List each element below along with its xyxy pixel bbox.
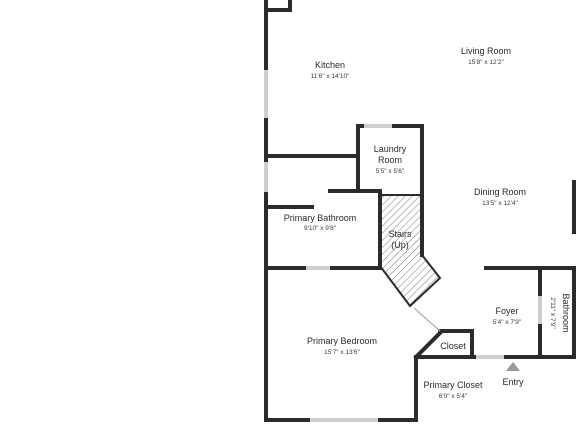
entry-marker-icon	[506, 362, 520, 371]
stairs-name-line2: (Up)	[391, 240, 409, 250]
primary-bathroom-name: Primary Bathroom	[284, 213, 357, 223]
stairs-shape	[379, 194, 442, 308]
room-labels: Living Room 15'8" x 12'2" Kitchen 11'6" …	[284, 46, 526, 400]
laundry-name-line2: Room	[378, 155, 402, 165]
foyer-name: Foyer	[495, 306, 518, 316]
living-room-dims: 15'8" x 12'2"	[468, 59, 504, 66]
walls	[264, 0, 576, 422]
laundry-name-line1: Laundry	[374, 144, 407, 154]
primary-bedroom-dims: 15'7" x 13'6"	[324, 349, 360, 356]
closet-name: Closet	[440, 341, 466, 351]
dining-room-name: Dining Room	[474, 187, 526, 197]
living-room-name: Living Room	[461, 46, 511, 56]
kitchen-name: Kitchen	[315, 60, 345, 70]
primary-bathroom-dims: 9'10" x 9'8"	[304, 225, 337, 232]
primary-closet-name: Primary Closet	[423, 380, 483, 390]
dining-room-dims: 13'5" x 12'4"	[482, 200, 518, 207]
kitchen-dims: 11'6" x 14'10"	[311, 73, 350, 80]
bathroom-name: Bathroom	[561, 293, 571, 332]
door-swing	[413, 307, 441, 332]
foyer-dims: 5'4" x 7'9"	[493, 319, 522, 326]
primary-bedroom-name: Primary Bedroom	[307, 336, 377, 346]
windows	[264, 70, 542, 422]
entry-label: Entry	[502, 377, 524, 387]
stairs-name-line1: Stairs	[388, 229, 412, 239]
primary-closet-dims: 6'0" x 5'4"	[439, 393, 468, 400]
bathroom-dims: 2'11" x 7'9"	[549, 297, 556, 329]
laundry-dims: 5'5" x 5'6"	[376, 168, 405, 175]
